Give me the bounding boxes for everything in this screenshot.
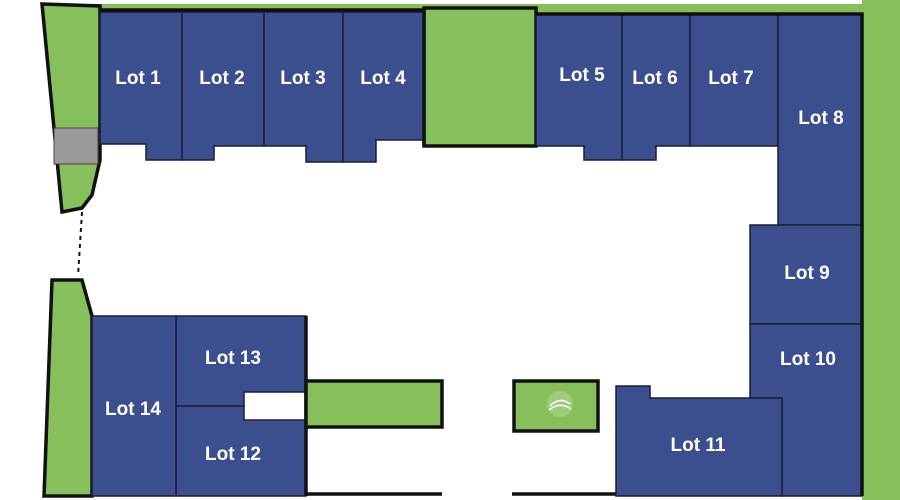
green-courtyard-top bbox=[422, 6, 538, 148]
lot-5-shape[interactable] bbox=[535, 13, 623, 161]
dashed-boundary bbox=[77, 211, 83, 277]
lot-1-label: Lot 1 bbox=[115, 68, 161, 89]
green-strip-upper-left bbox=[40, 2, 102, 215]
lot-block-north-west-outline bbox=[100, 8, 426, 146]
grass-tuft-icon bbox=[547, 391, 573, 417]
lot-group-east bbox=[535, 12, 864, 497]
lot-14-label: Lot 14 bbox=[105, 399, 161, 420]
lot-5-label: Lot 5 bbox=[559, 65, 605, 86]
lot-9-label: Lot 9 bbox=[784, 263, 829, 284]
lot-3-label: Lot 3 bbox=[280, 68, 325, 89]
lot-4-label: Lot 4 bbox=[360, 68, 406, 89]
lot-11-shape[interactable] bbox=[615, 385, 783, 497]
lot-group-south-west bbox=[91, 315, 308, 497]
lot-13-label: Lot 13 bbox=[205, 348, 261, 369]
green-island-middle bbox=[304, 379, 444, 429]
lot-10-label: Lot 10 bbox=[780, 349, 836, 370]
lot-6-label: Lot 6 bbox=[632, 68, 677, 89]
lot-8-label: Lot 8 bbox=[798, 108, 843, 129]
green-strip-right bbox=[862, 0, 900, 500]
lot-14-shape[interactable] bbox=[91, 315, 177, 497]
lot-block-east-outline bbox=[536, 12, 864, 496]
lot-7-label: Lot 7 bbox=[708, 68, 753, 89]
green-strip-lower-left bbox=[42, 278, 94, 498]
lot-12-label: Lot 12 bbox=[205, 444, 261, 465]
gray-block bbox=[53, 127, 99, 165]
lot-11-label: Lot 11 bbox=[671, 435, 726, 456]
lot-group-north-west bbox=[99, 8, 426, 163]
lot-2-label: Lot 2 bbox=[199, 68, 244, 89]
